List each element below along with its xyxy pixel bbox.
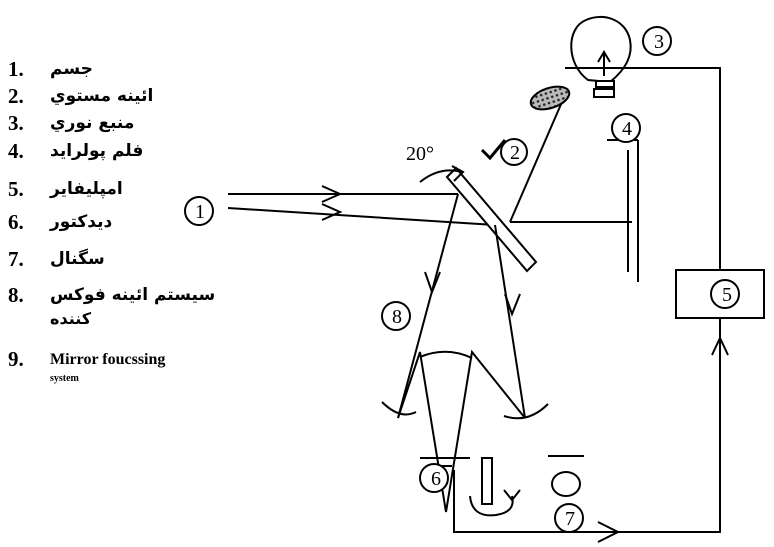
legend-item-1: 1. جسم — [8, 57, 248, 83]
legend-text: سگنال — [50, 249, 105, 269]
legend-number: 1. — [8, 57, 24, 81]
label-polaroid-film: 4 — [622, 118, 632, 140]
legend-text: سيستم ائينه فوکس — [50, 285, 216, 305]
circuit — [565, 67, 729, 515]
legend-number: 8. — [8, 283, 24, 307]
label-object: 1 — [195, 201, 205, 223]
legend-number: 9. — [8, 347, 24, 371]
legend-text: ائينه مستوي — [50, 86, 154, 106]
rotation-arrow — [419, 169, 463, 183]
light-source — [570, 15, 632, 98]
legend-text: جسم — [50, 59, 93, 79]
legend: 1. جسم 2. ائينه مستوي 3. منبع نوري 4. فل… — [0, 0, 250, 420]
label-focusing-mirror: 8 — [392, 306, 402, 328]
legend-item-3: 3. منبع نوري — [8, 111, 248, 137]
legend-item-5: 5. امپليفاير — [8, 177, 248, 203]
label-circles — [184, 26, 740, 533]
legend-number: 6. — [8, 210, 24, 234]
legend-number: 2. — [8, 84, 24, 108]
legend-item-4: 4. فلم پولرايد — [8, 139, 248, 165]
legend-text: منبع نوري — [50, 113, 135, 133]
legend-number: 7. — [8, 247, 24, 271]
legend-text: امپليفاير — [50, 179, 123, 199]
legend-text: فلم پولرايد — [50, 141, 144, 161]
legend-number: 4. — [8, 139, 24, 163]
legend-item-2: 2. ائينه مستوي — [8, 84, 248, 110]
plane-mirror — [445, 166, 538, 273]
legend-item-7: 7. سگنال — [8, 247, 248, 273]
label-plane-mirror: 2 — [510, 142, 520, 164]
polaroid-film — [607, 139, 639, 282]
legend-subtext: system — [50, 373, 79, 384]
signal-line — [453, 470, 721, 543]
legend-item-8: 8. سيستم ائينه فوکس کننده — [8, 283, 248, 335]
legend-item-6: 6. ديدکتور — [8, 210, 248, 236]
label-signal: 7 — [565, 508, 575, 530]
legend-subtext: کننده — [50, 309, 92, 328]
beam-to-film — [509, 94, 566, 223]
angle-label: 20° — [406, 143, 434, 165]
polarizer-lens — [529, 85, 571, 111]
legend-text: Mirror foucssing — [50, 351, 166, 368]
legend-text: ديدکتور — [50, 212, 113, 232]
detector — [420, 455, 584, 517]
legend-number: 3. — [8, 111, 24, 135]
reflected-beams — [381, 193, 549, 513]
label-detector: 6 — [431, 468, 441, 490]
label-light-source: 3 — [654, 31, 664, 53]
legend-item-9: 9. Mirror foucssing system — [8, 347, 248, 399]
label-amplifier: 5 — [722, 284, 732, 306]
legend-number: 5. — [8, 177, 24, 201]
